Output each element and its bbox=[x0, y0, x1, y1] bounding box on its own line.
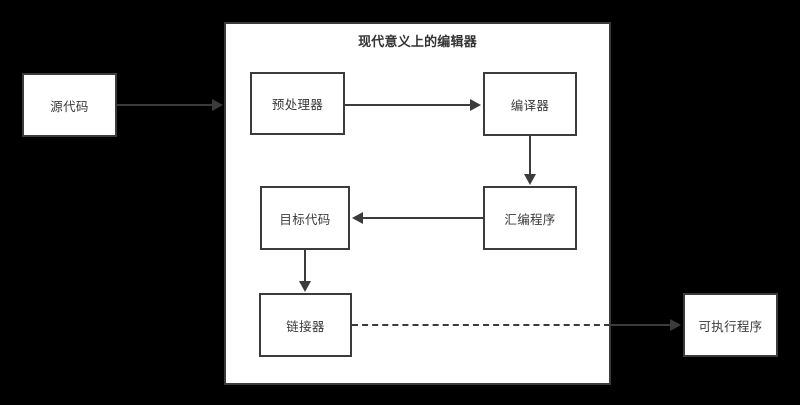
node-linker[interactable]: 链接器 bbox=[259, 293, 352, 357]
arrow-right-icon-linker-to-executable bbox=[670, 319, 681, 331]
edge-compiler-to-assembler-line bbox=[529, 136, 531, 176]
node-compiler[interactable]: 编译器 bbox=[483, 72, 577, 136]
edge-objectcode-to-linker-line bbox=[304, 250, 306, 283]
arrow-right-icon-source-to-preprocessor bbox=[212, 99, 223, 111]
node-source-code[interactable]: 源代码 bbox=[22, 73, 117, 137]
arrow-left-icon-assembler-to-objectcode bbox=[352, 212, 363, 224]
arrow-down-icon-objectcode-to-linker bbox=[299, 281, 311, 292]
node-executable-program[interactable]: 可执行程序 bbox=[683, 293, 778, 357]
edge-assembler-to-objectcode-line bbox=[363, 217, 483, 219]
arrow-down-icon-compiler-to-assembler bbox=[524, 174, 536, 185]
edge-linker-to-executable-solid-line bbox=[611, 324, 671, 326]
node-assembler[interactable]: 汇编程序 bbox=[483, 186, 577, 250]
node-preprocessor[interactable]: 预处理器 bbox=[250, 72, 345, 135]
edge-preprocessor-to-compiler-line bbox=[345, 104, 472, 106]
edge-linker-to-executable-dashed-line bbox=[352, 324, 610, 326]
diagram-title: 现代意义上的编辑器 bbox=[358, 34, 477, 49]
arrow-right-icon-preprocessor-to-compiler bbox=[470, 99, 481, 111]
edge-source-to-preprocessor-line bbox=[117, 104, 221, 106]
node-object-code[interactable]: 目标代码 bbox=[260, 186, 350, 250]
